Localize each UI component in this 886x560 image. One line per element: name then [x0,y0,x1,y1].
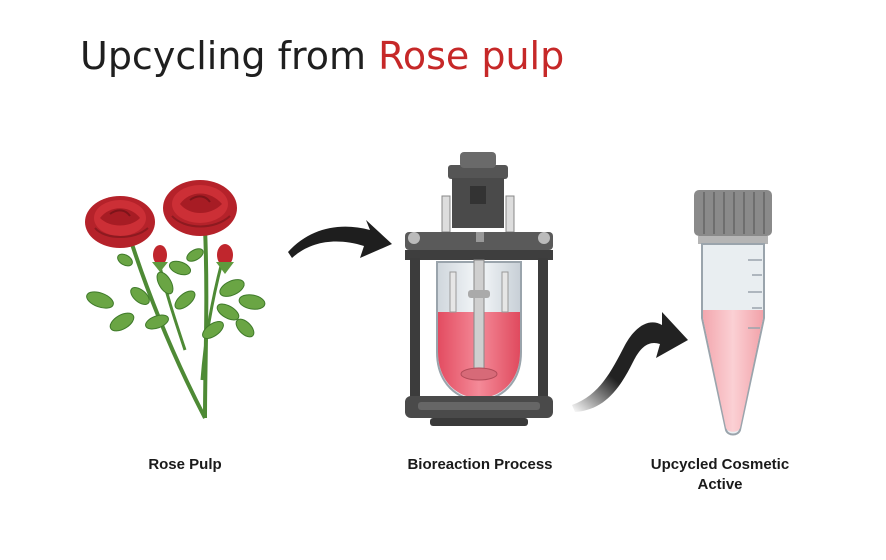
curved-arrow-icon [288,220,392,258]
step-label-bioreaction: Bioreaction Process [407,456,553,473]
curved-arrow-icon [572,312,688,412]
title-prefix: Upcycling from [80,34,379,78]
rose-icon [85,180,266,419]
step-label-rose-pulp: Rose Pulp [148,456,222,473]
title-highlight: Rose pulp [378,34,565,78]
test-tube-icon [694,190,772,436]
bioreactor-icon [405,152,553,426]
step-label-cosmetic-active: Upcycled Cosmetic Active [650,456,790,493]
page-title: Upcycling from Rose pulp [80,34,564,78]
